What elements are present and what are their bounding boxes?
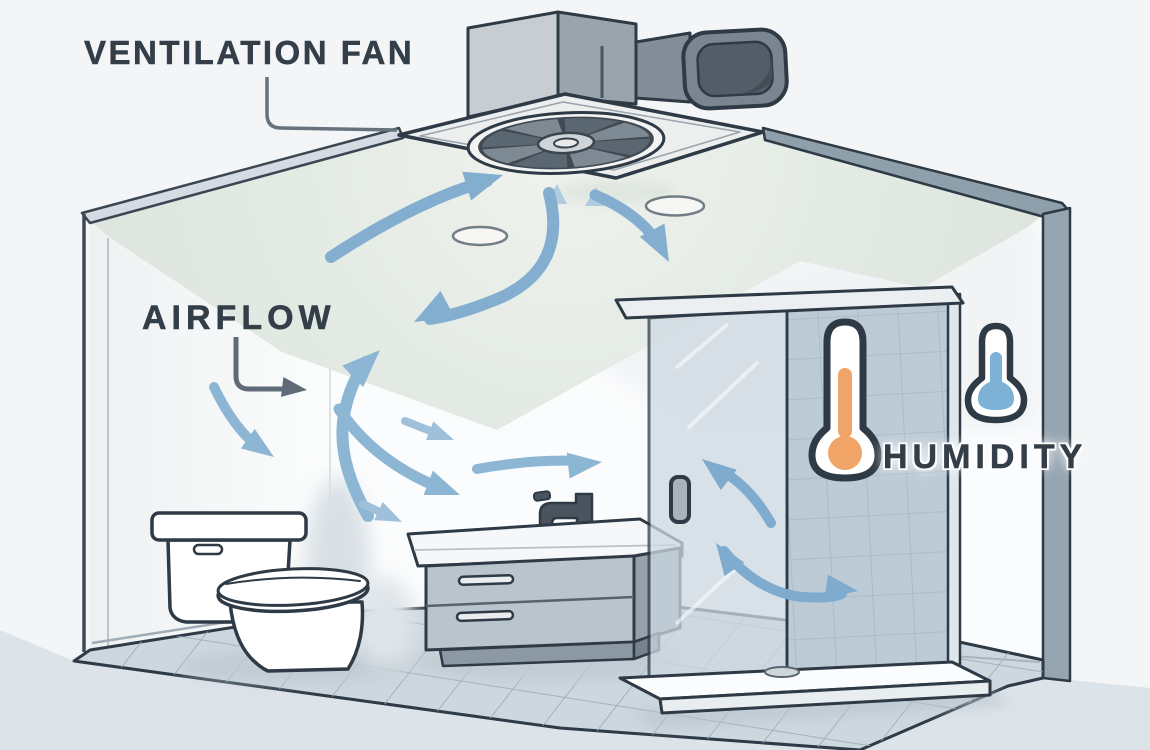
duct-connector	[634, 31, 692, 104]
ventilation-fan-pointer-line	[265, 77, 398, 132]
airflow-label: AIRFLOW	[142, 299, 336, 338]
shower-door-handle	[669, 475, 691, 524]
recessed-lights	[451, 195, 706, 247]
label-pointers	[233, 77, 398, 397]
faucet-handle	[532, 490, 552, 502]
airflow-arrows	[209, 171, 858, 603]
toilet-bowl	[228, 600, 365, 673]
toilet	[150, 477, 415, 673]
fan-blades	[482, 118, 650, 168]
airflow-arrow-icon	[325, 171, 669, 325]
shower-glass-side	[946, 292, 962, 670]
ventilation-fan-icon	[466, 111, 666, 175]
recessed-light-icon	[644, 195, 706, 217]
ventilation-fan-unit	[397, 10, 789, 206]
shower-tray-front	[658, 679, 992, 715]
ventilation-fan-label: VENTILATION FAN	[84, 34, 415, 72]
glass-reflections	[674, 322, 760, 626]
vanity-cabinet-front	[424, 554, 636, 652]
toilet-flush-button	[192, 543, 224, 556]
vanity-sink	[406, 490, 684, 668]
thermometer-hot-icon	[808, 318, 882, 482]
shower-enclosure	[614, 285, 992, 715]
airflow-arrow-icon	[702, 459, 858, 603]
airflow-pointer-arrowhead	[280, 377, 307, 397]
airflow-arrow-icon	[209, 350, 602, 522]
drawer-handle	[455, 609, 515, 623]
airflow-arrow-icon	[359, 417, 454, 522]
humidity-label: HUMIDITY	[883, 438, 1088, 477]
left-wall-top-band	[80, 126, 405, 225]
drawer-divider	[425, 595, 635, 608]
toilet-tank-lid	[150, 511, 308, 542]
fan-housing-side	[556, 10, 638, 106]
shower-top-frame	[614, 285, 965, 320]
right-wall-vertical-band	[1041, 206, 1072, 683]
ground	[0, 630, 1150, 750]
airflow-pointer-line	[233, 337, 286, 392]
exhaust-duct-icon	[681, 27, 789, 111]
wall-top-edges	[80, 126, 1072, 683]
ceiling	[90, 134, 1043, 430]
shower-drain	[764, 666, 800, 678]
drawer-handle	[457, 573, 515, 587]
recessed-light-icon	[451, 225, 509, 247]
baseboard-right	[951, 655, 1041, 663]
thermometer-cold-icon	[964, 322, 1028, 424]
shower-floor-shadow	[630, 692, 1012, 728]
